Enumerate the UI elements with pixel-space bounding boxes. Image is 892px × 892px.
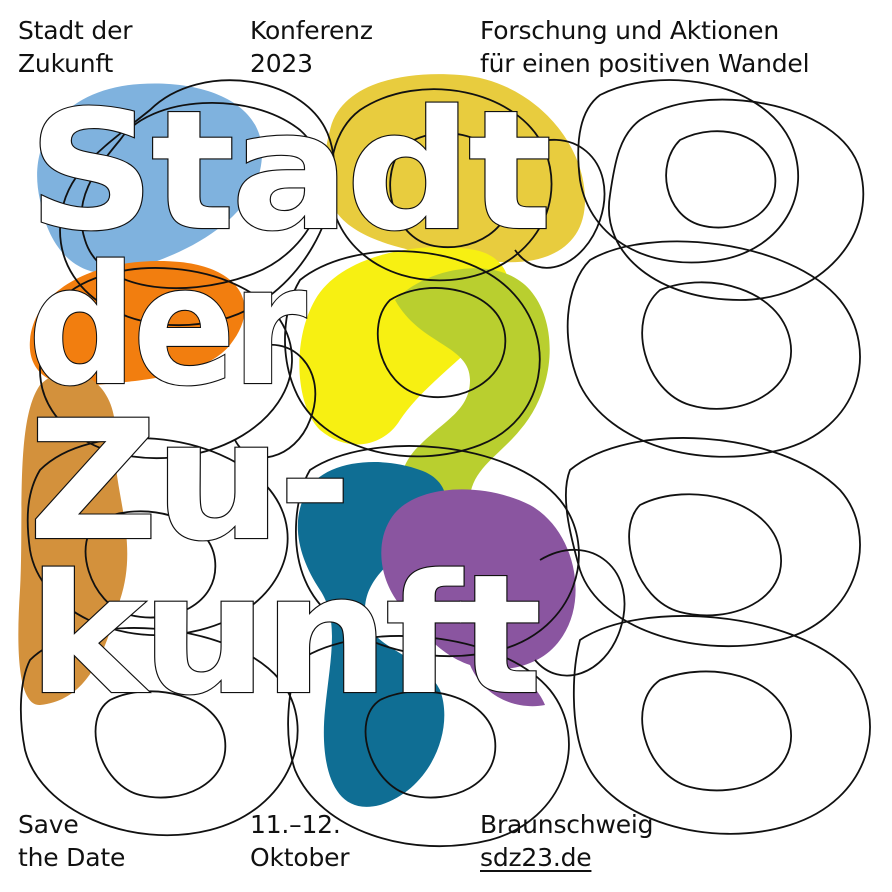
event-type-line-1: Konferenz (250, 16, 373, 45)
orange-blob (29, 260, 245, 386)
big-title: Stadt der Zu- kunft (27, 74, 554, 732)
big-title-line-2: der (28, 230, 306, 422)
big-title-line-4: kunft (28, 539, 539, 731)
website-link[interactable]: sdz23.de (480, 843, 592, 872)
event-type: Konferenz 2023 (250, 14, 373, 80)
purple-blob-tail (470, 664, 545, 707)
color-blobs (18, 74, 585, 807)
purple-blob (381, 489, 576, 670)
event-dates-line-2: Oktober (250, 843, 350, 872)
big-title-line-3: Zu- (28, 385, 348, 577)
event-type-line-2: 2023 (250, 49, 313, 78)
tagline-line-1: Forschung und Aktionen (480, 16, 779, 45)
event-name-line-1: Stadt der (18, 16, 133, 45)
petrol-blob (297, 462, 447, 807)
save-the-date-line-1: Save (18, 810, 79, 839)
save-the-date: Save the Date (18, 808, 125, 874)
blue-blob (37, 83, 263, 274)
tagline: Forschung und Aktionen für einen positiv… (480, 14, 810, 80)
event-name-line-2: Zukunft (18, 49, 114, 78)
save-the-date-line-2: the Date (18, 843, 126, 872)
event-dates: 11.–12. Oktober (250, 808, 350, 874)
gold-blob (324, 74, 585, 263)
location: Braunschweig sdz23.de (480, 808, 653, 874)
city-name: Braunschweig (480, 810, 654, 839)
tagline-line-2: für einen positiven Wandel (480, 49, 810, 78)
ochre-blob (18, 372, 128, 706)
big-title-line-1: Stadt (28, 75, 549, 267)
outline-loops (19, 79, 871, 848)
event-name: Stadt der Zukunft (18, 14, 133, 80)
event-dates-line-1: 11.–12. (250, 810, 341, 839)
